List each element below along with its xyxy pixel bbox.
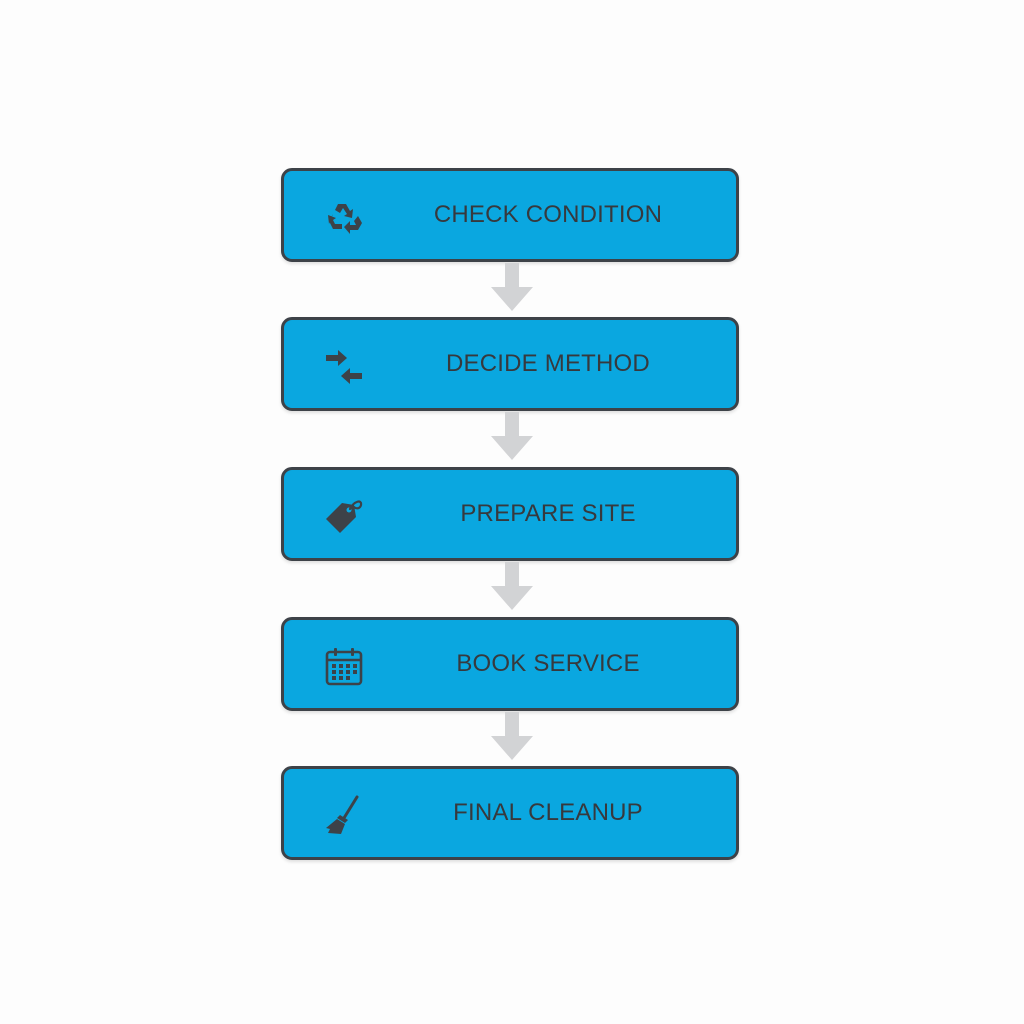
recycle-icon <box>320 194 368 242</box>
step-decide-method: DECIDE METHOD <box>281 317 739 411</box>
step-label: DECIDE METHOD <box>446 350 650 377</box>
step-label: CHECK CONDITION <box>433 201 663 228</box>
tag-icon <box>320 493 368 541</box>
step-check-condition: CHECK CONDITION <box>281 168 739 262</box>
arrow-down-icon <box>491 562 533 610</box>
step-label: BOOK SERVICE <box>456 650 640 677</box>
arrow-down-icon <box>491 712 533 760</box>
step-label: FINAL CLEANUP <box>453 799 643 826</box>
calendar-icon <box>320 643 368 691</box>
arrow-down-icon <box>491 263 533 311</box>
step-final-cleanup: FINAL CLEANUP <box>281 766 739 860</box>
step-book-service: BOOK SERVICE <box>281 617 739 711</box>
broom-icon <box>320 792 368 840</box>
arrow-down-icon <box>491 412 533 460</box>
step-prepare-site: PREPARE SITE <box>281 467 739 561</box>
step-label: PREPARE SITE <box>460 500 636 527</box>
swap-arrows-icon <box>320 343 368 391</box>
